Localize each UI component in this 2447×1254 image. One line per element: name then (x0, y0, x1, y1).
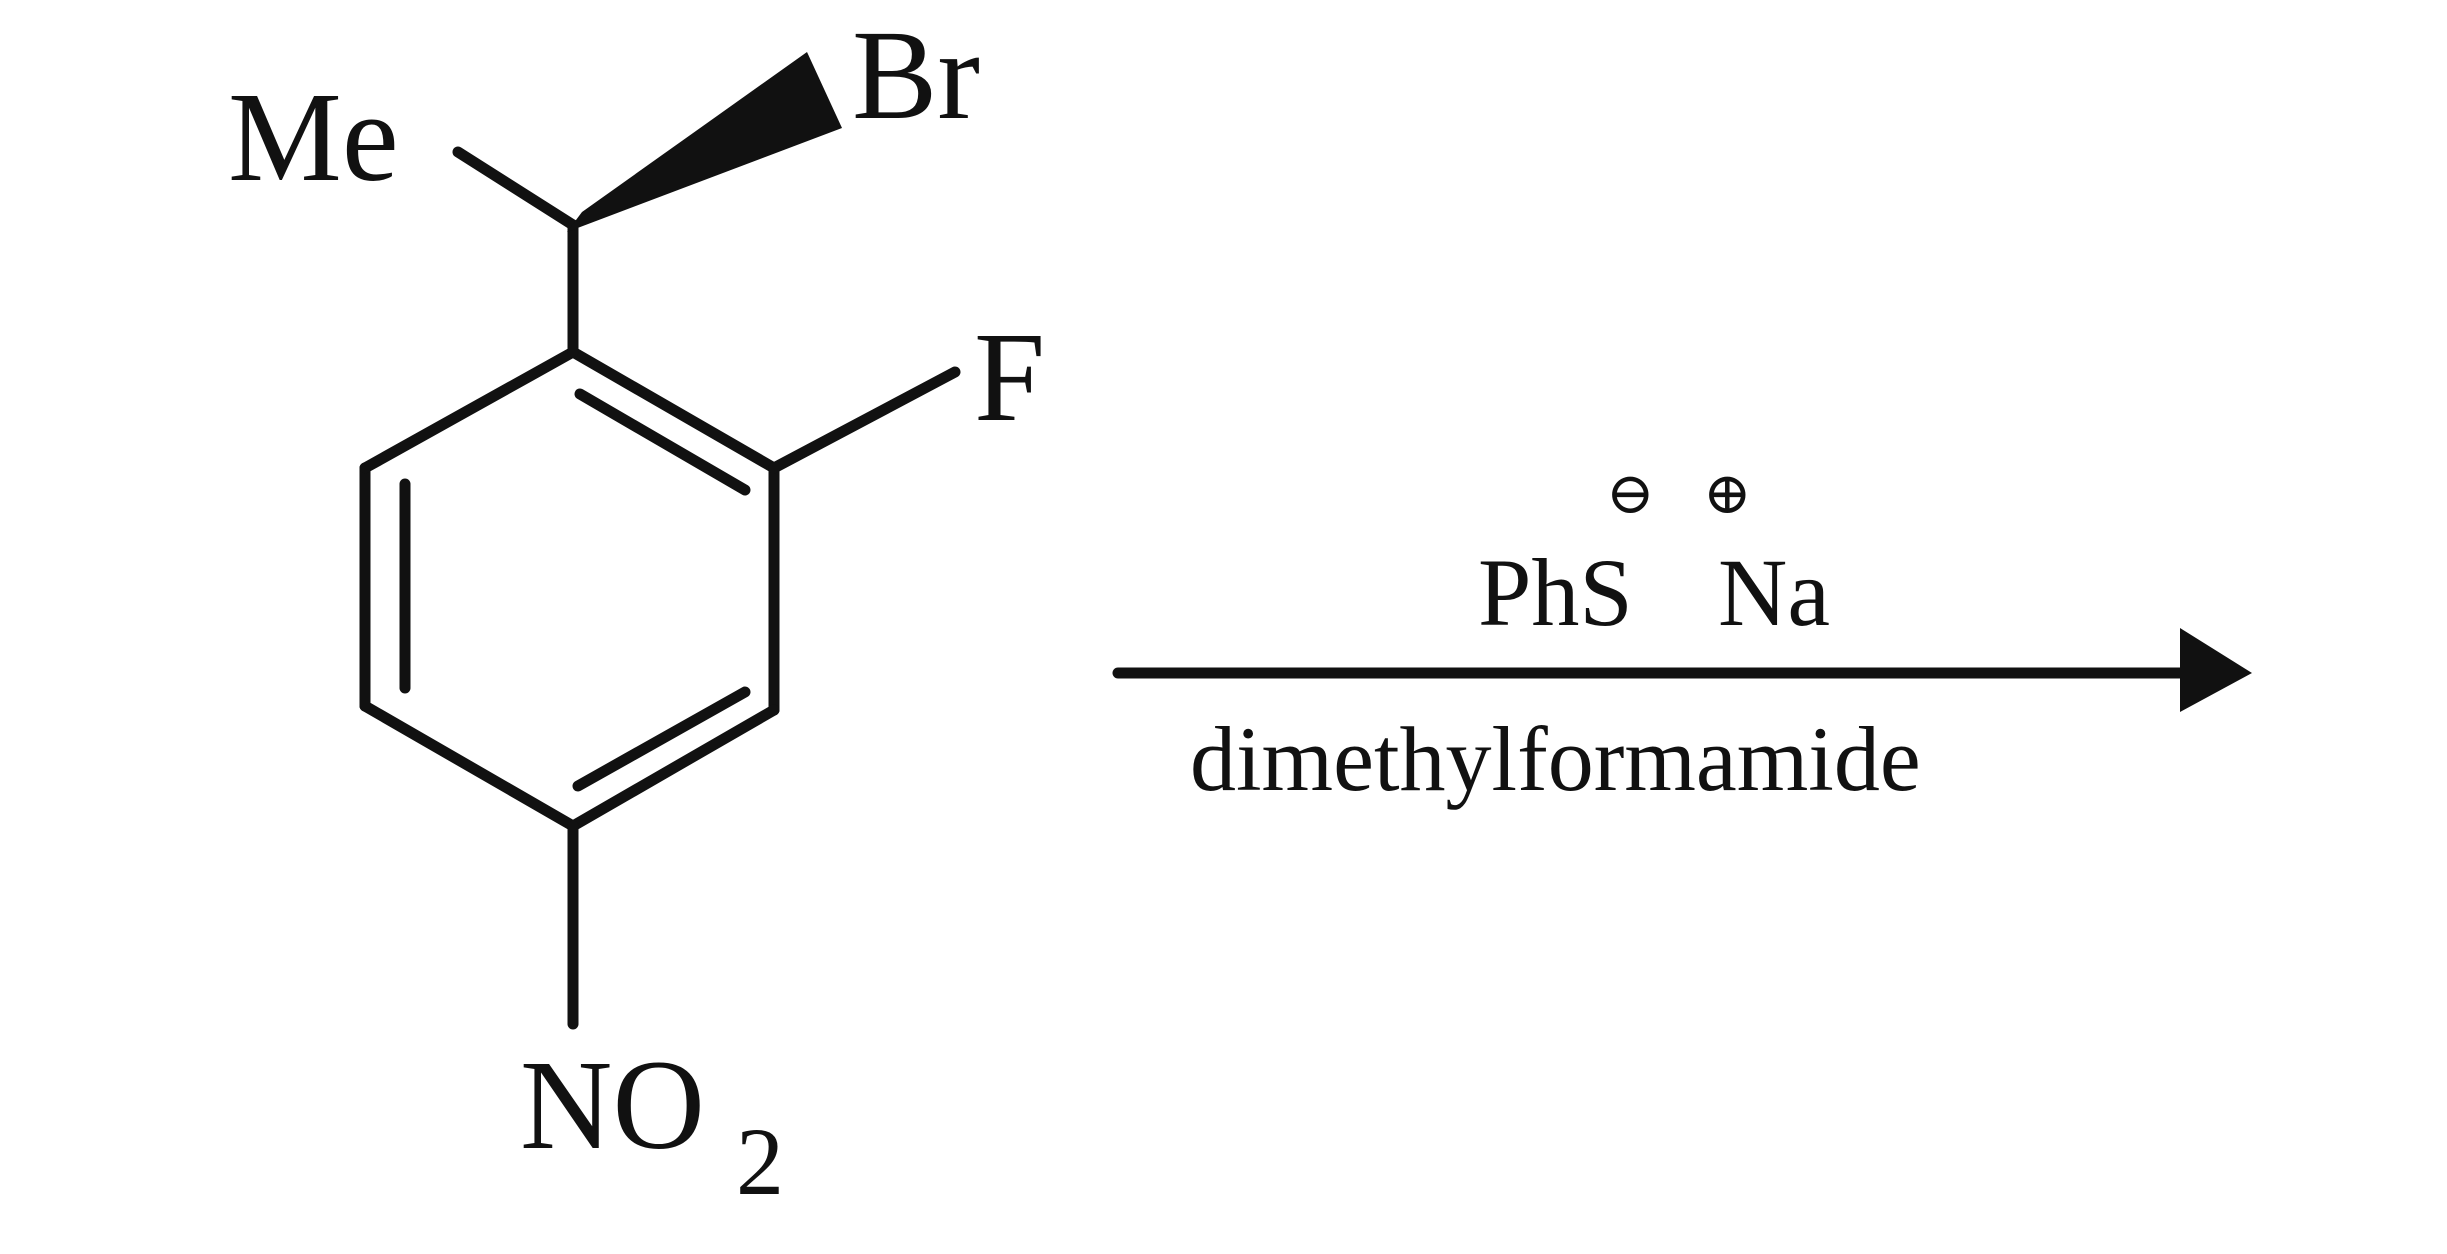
ring-bond-c1-c2 (567, 346, 780, 474)
starting-material: Me Br F NO 2 (228, 4, 1045, 1215)
ring-bond-c4-c5 (359, 700, 579, 832)
ring-double-bond-inner-2 (572, 686, 751, 792)
cation-charge-symbol: ⊕ (1703, 461, 1752, 526)
methyl-label: Me (228, 66, 399, 208)
bond-stereocenter-to-methyl (452, 146, 579, 231)
reaction-arrow (1112, 628, 2252, 712)
solvent-label: dimethylformamide (1190, 708, 1921, 810)
bromine-label: Br (852, 4, 980, 146)
ring-bond-c3-c4 (567, 704, 780, 832)
ring-bond-c6-c1 (359, 346, 579, 474)
reagent-cation: Na (1718, 539, 1830, 646)
fluorine-label: F (974, 306, 1045, 448)
bond-ring-to-fluorine (768, 366, 961, 474)
arrow-head (2180, 628, 2252, 712)
ring-double-bond-inner-1 (574, 388, 751, 496)
nitro-subscript: 2 (736, 1108, 784, 1215)
reaction-conditions: ⊖ ⊕ PhS Na dimethylformamide (1112, 461, 2252, 810)
reagent-anion: PhS (1478, 539, 1633, 646)
nitro-label: NO (520, 1034, 705, 1176)
wedge-bond (567, 52, 842, 232)
anion-charge-symbol: ⊖ (1606, 461, 1655, 526)
